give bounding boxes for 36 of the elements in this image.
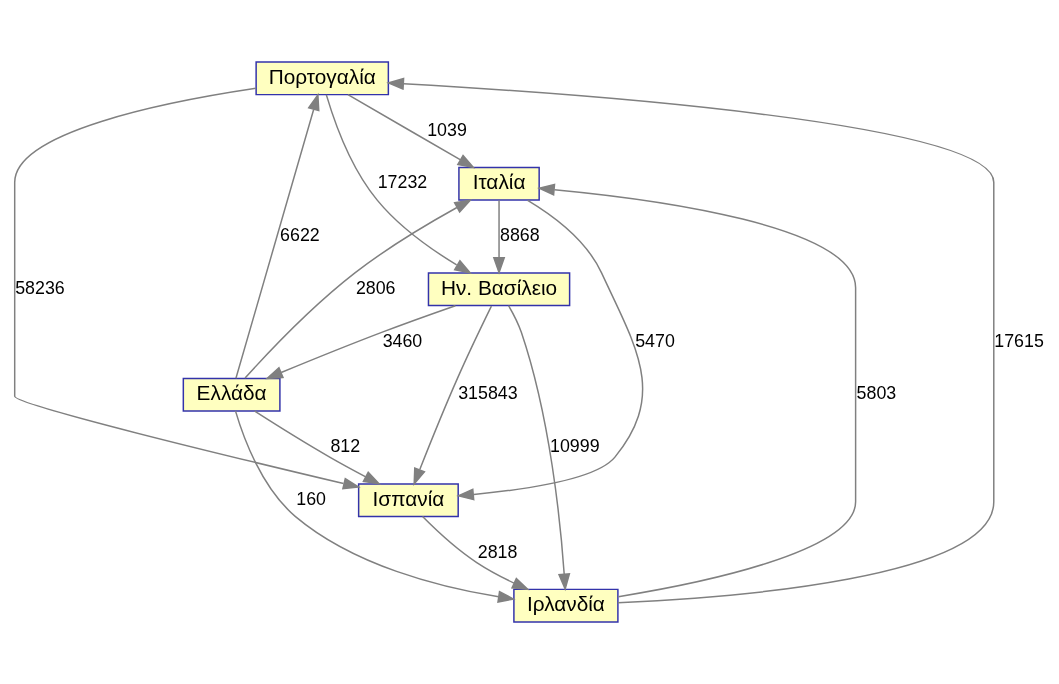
edge-label: 160 xyxy=(296,488,326,509)
edge-label: 2818 xyxy=(477,541,518,562)
arrow xyxy=(244,199,473,379)
edge-label: 17615 xyxy=(994,330,1044,351)
node-box: Ην. Βασίλειο xyxy=(427,272,571,307)
node-box: Ιταλία xyxy=(458,166,540,201)
edge-label: 5803 xyxy=(856,383,897,404)
arrow xyxy=(347,93,476,169)
arrow xyxy=(537,183,857,598)
node-box: Ελλάδα xyxy=(182,377,281,412)
arrow xyxy=(413,305,493,486)
arrow xyxy=(492,199,506,275)
arrow xyxy=(253,410,381,485)
edge-label: 17232 xyxy=(377,172,428,193)
arrow xyxy=(507,304,571,592)
arrow xyxy=(265,304,457,380)
edge-label: 8868 xyxy=(500,225,540,246)
edge-label: 10999 xyxy=(550,436,600,457)
arrow xyxy=(13,87,361,490)
edge-label: 812 xyxy=(330,436,361,457)
edge-label: 58236 xyxy=(15,277,65,298)
edge-label: 5470 xyxy=(635,330,675,351)
edge-label: 6622 xyxy=(280,225,320,246)
edge-label: 315843 xyxy=(458,383,518,404)
arrow xyxy=(456,199,644,501)
arrow xyxy=(234,410,516,603)
node-box: Ιρλανδία xyxy=(513,588,619,623)
edge-label: 2806 xyxy=(355,277,396,298)
node-box: Ισπανία xyxy=(357,483,459,518)
edge-label: 1039 xyxy=(427,119,467,140)
arrow xyxy=(325,94,473,274)
arrow xyxy=(421,515,530,591)
arrow xyxy=(386,77,995,604)
arrow xyxy=(235,92,320,380)
edge-label: 3460 xyxy=(382,330,423,351)
node-box: Πορτογαλία xyxy=(255,61,390,96)
